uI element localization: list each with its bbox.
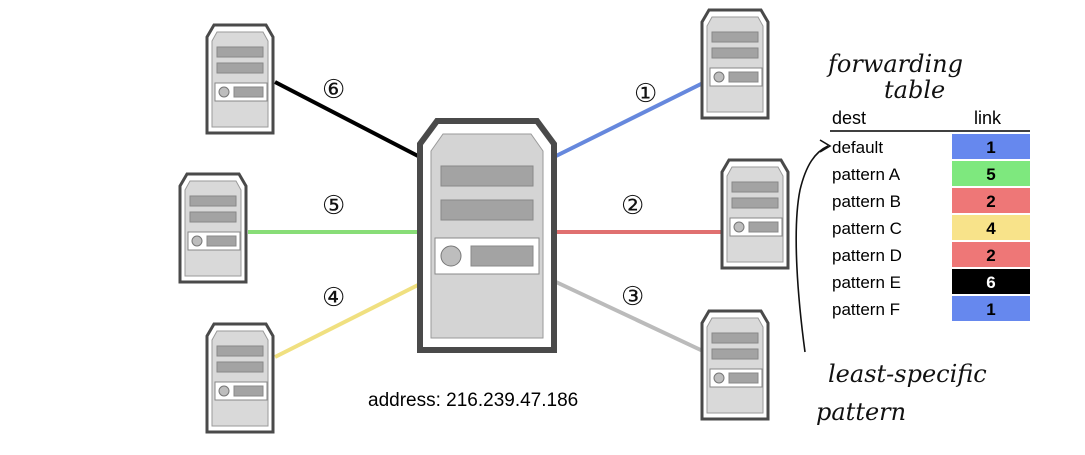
link-color-cell xyxy=(952,134,1030,159)
link-6-line xyxy=(274,80,419,158)
server-link-2-icon xyxy=(720,158,790,270)
dest-cell: pattern F xyxy=(832,300,900,319)
handwritten-title-line2: table xyxy=(884,76,945,104)
dest-cell: default xyxy=(832,138,883,157)
link-3-line xyxy=(555,280,706,354)
link-label-4: ④ xyxy=(322,283,345,313)
link-color-cell xyxy=(952,242,1030,267)
table-row: pattern F 1 xyxy=(832,296,1030,321)
link-color-cell xyxy=(952,269,1030,294)
handwritten-note-line2: pattern xyxy=(816,398,906,426)
link-color-cell xyxy=(952,215,1030,240)
link-label-6: ⑥ xyxy=(322,75,345,105)
dest-cell: pattern C xyxy=(832,219,902,238)
dest-cell: pattern E xyxy=(832,273,901,292)
link-color-cell xyxy=(952,188,1030,213)
link-cell: 1 xyxy=(986,138,995,157)
link-label-3: ③ xyxy=(621,282,644,312)
handwritten-note-line1: least-specific xyxy=(828,360,987,388)
handwritten-title-line1: forwarding xyxy=(826,50,963,78)
table-header-link: link xyxy=(974,108,1002,128)
table-row: pattern B 2 xyxy=(832,188,1030,213)
server-link-3-icon xyxy=(700,309,770,421)
dest-cell: pattern A xyxy=(832,165,901,184)
table-row: pattern A 5 xyxy=(832,161,1030,186)
server-link-5-icon xyxy=(178,172,248,284)
link-cell: 2 xyxy=(986,192,995,211)
link-cell: 5 xyxy=(986,165,995,184)
dest-cell: pattern D xyxy=(832,246,902,265)
annotation-arrow xyxy=(795,145,829,353)
router-address: address: 216.239.47.186 xyxy=(368,390,578,411)
link-cell: 1 xyxy=(986,300,995,319)
table-row: pattern C 4 xyxy=(832,215,1030,240)
link-4-line xyxy=(274,283,419,359)
dest-cell: pattern B xyxy=(832,192,901,211)
table-row: default 1 xyxy=(832,134,1030,159)
link-label-5: ⑤ xyxy=(322,191,345,221)
table-header-dest: dest xyxy=(832,108,866,128)
server-link-4-icon xyxy=(205,322,275,434)
table-row: pattern E 6 xyxy=(832,269,1030,294)
link-label-2: ② xyxy=(621,191,644,221)
link-1-line xyxy=(555,80,706,158)
link-label-1: ① xyxy=(634,79,657,109)
link-color-cell xyxy=(952,296,1030,321)
server-link-1-icon xyxy=(700,8,770,120)
link-cell: 4 xyxy=(986,219,996,238)
link-cell: 6 xyxy=(986,273,995,292)
link-cell: 2 xyxy=(986,246,995,265)
central-router-icon xyxy=(420,121,554,350)
link-color-cell xyxy=(952,161,1030,186)
annotation-arrowhead-icon xyxy=(819,139,832,153)
server-link-6-icon xyxy=(205,23,275,135)
table-row: pattern D 2 xyxy=(832,242,1030,267)
